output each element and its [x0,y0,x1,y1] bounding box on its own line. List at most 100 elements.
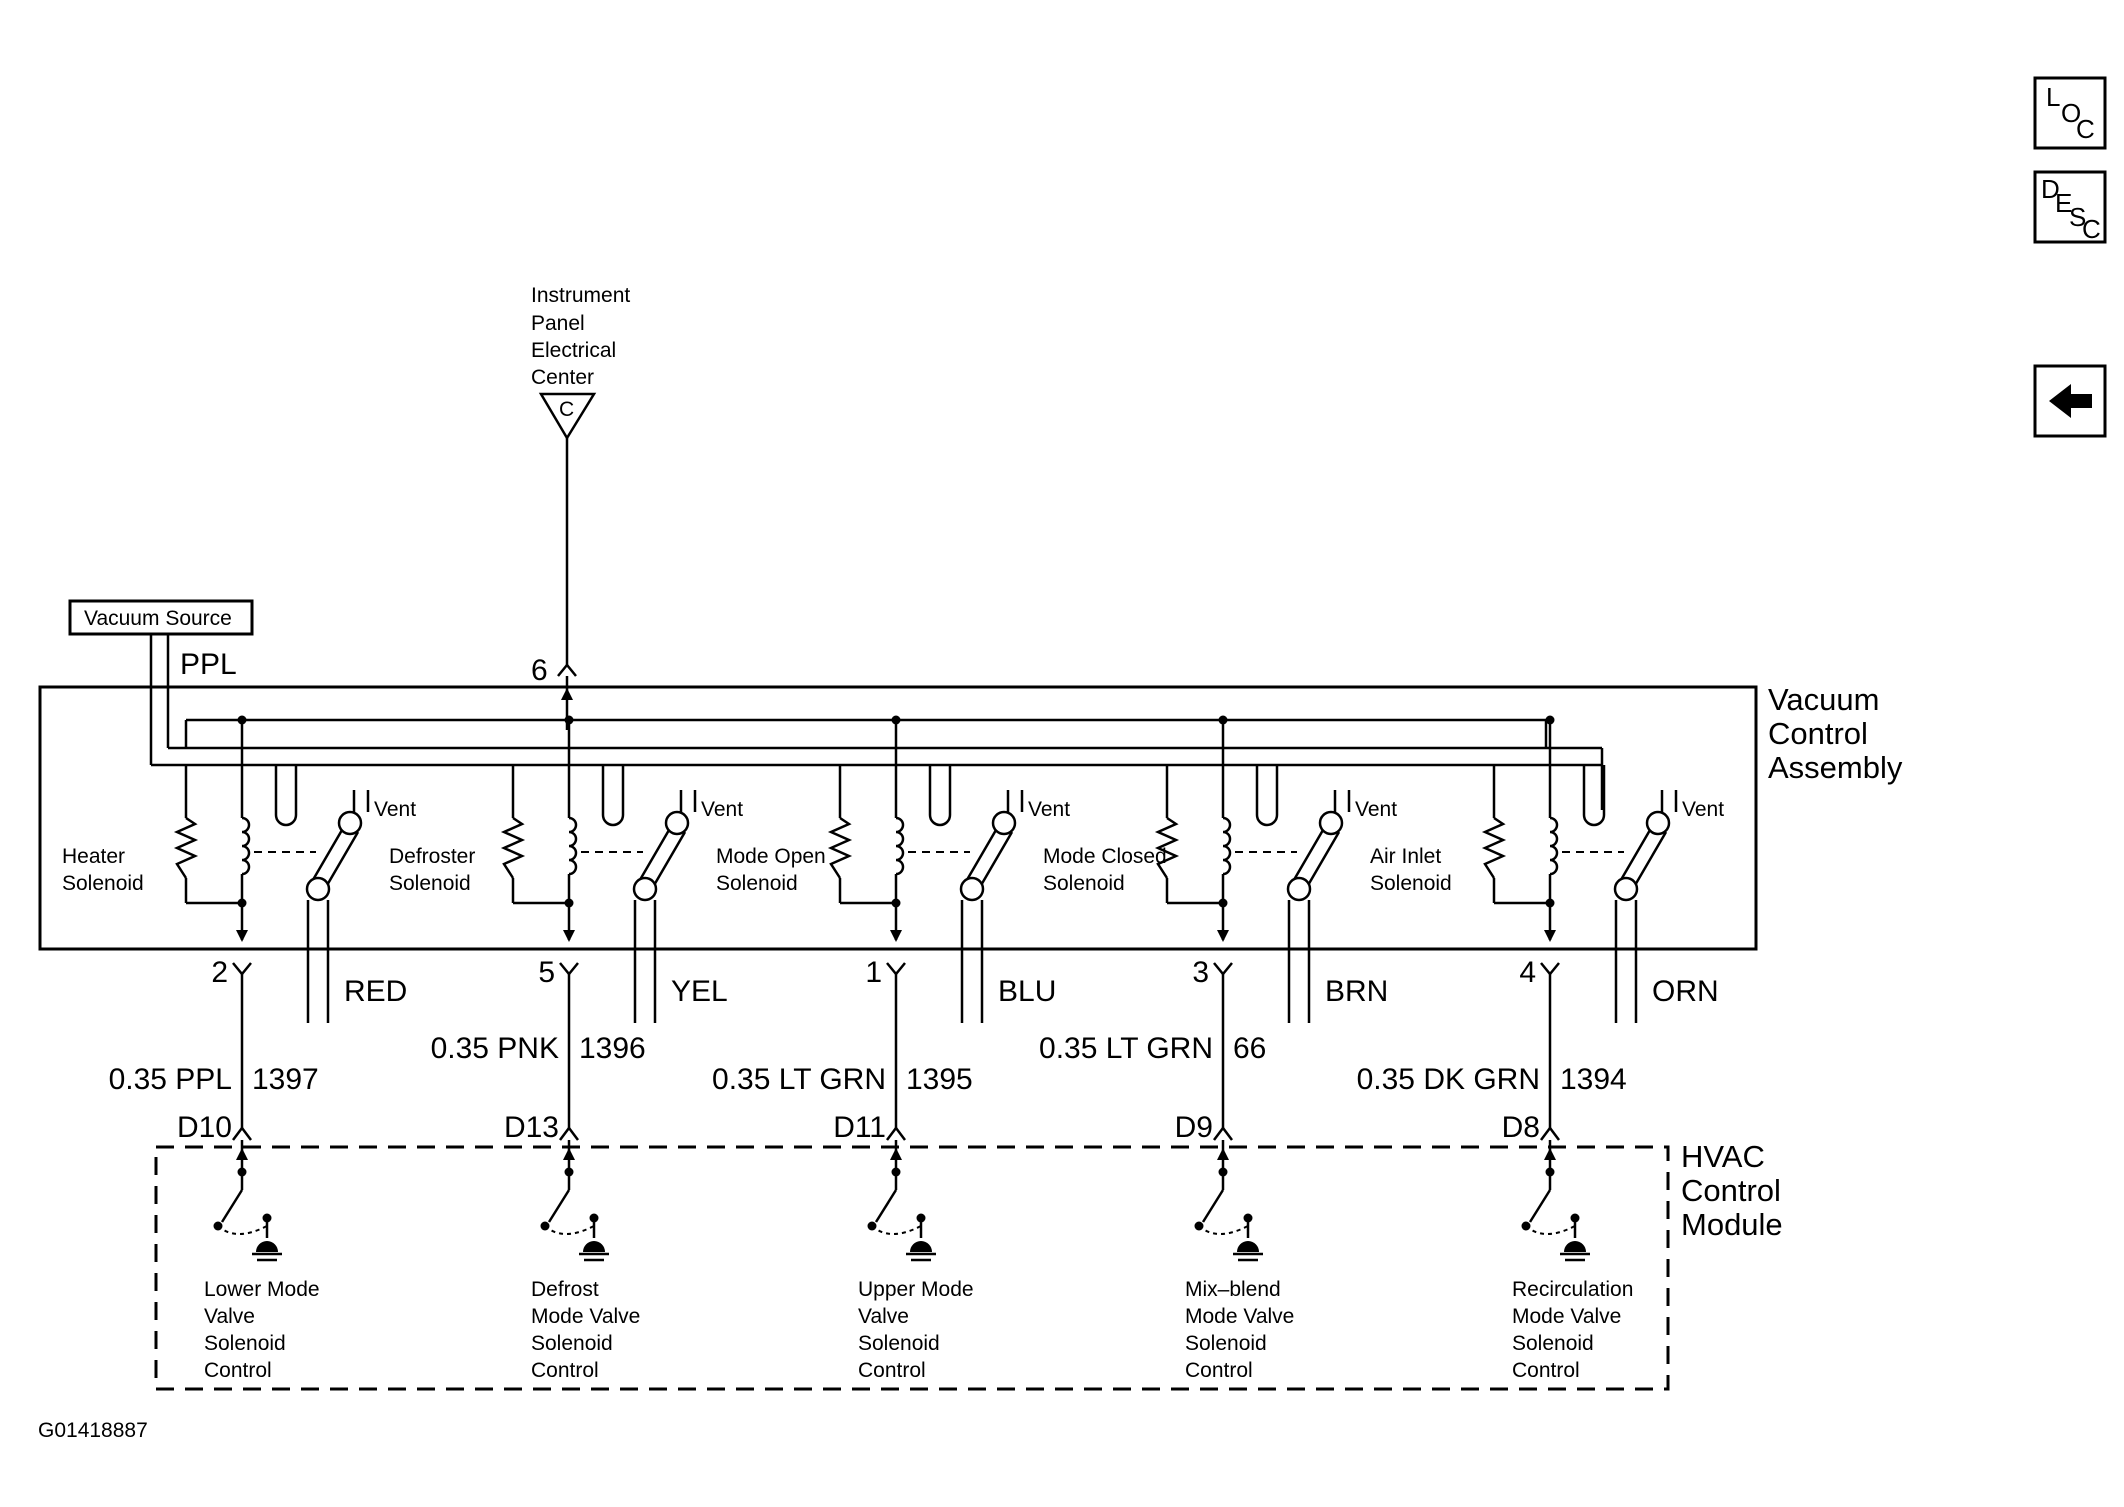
driver-top-dot [237,1167,247,1177]
vent-valve-top-circle [1645,810,1671,836]
source-connector-triangle [538,392,597,441]
vent-valve-top-circle [664,810,690,836]
source-label-line-1: Instrument [531,284,630,307]
driver-top-dot [1218,1167,1228,1177]
module-arrow [563,1148,575,1160]
module-pin: D13 [504,1111,559,1144]
solenoid-label-line-1: Air Inlet [1370,845,1441,868]
resistor-symbol [827,816,853,879]
vent-label: Vent [701,798,743,821]
vent-valve-bottom-circle [1613,876,1639,902]
solenoid-label-line-1: Mode Open [716,845,826,868]
output-arrow [890,930,902,942]
resistor-symbol [500,816,526,879]
driver-arc [871,1225,922,1235]
loc-button-char-3: C [2076,114,2095,144]
vent-valve-bottom-circle [305,876,331,902]
vacuum-tube-loop [274,765,298,827]
solenoid-label-line-2: Solenoid [1043,872,1125,895]
solenoid-label-line-2: Solenoid [62,872,144,895]
control-label-line-4: Control [204,1359,272,1382]
control-label-line-2: Mode Valve [1512,1305,1621,1328]
hose-color-label: RED [344,975,407,1008]
desc-button[interactable]: D E S C [2033,170,2107,244]
hvac-label-line-2: Control [1681,1173,1781,1208]
solenoid-label-line-1: Defroster [389,845,475,868]
output-arrow [563,930,575,942]
driver-switch-blade [1201,1189,1225,1223]
connector-pin-symbol [232,962,252,976]
source-connector-letter: C [559,398,574,421]
wire-circuit-number: 1394 [1560,1063,1627,1096]
driver-switch-blade [874,1189,898,1223]
vent-label: Vent [1682,798,1724,821]
solenoid-label-line-1: Mode Closed [1043,845,1167,868]
module-arrow [1544,1148,1556,1160]
figure-id: G01418887 [38,1419,148,1442]
module-arrow [1217,1148,1229,1160]
solenoid-label-line-2: Solenoid [716,872,798,895]
connector-pin: 4 [1519,956,1536,989]
output-arrow [1217,930,1229,942]
coil-symbol [895,816,905,876]
wire-gauge-color: 0.35 PNK [431,1032,559,1065]
source-label-line-3: Electrical [531,339,616,362]
module-arrow [890,1148,902,1160]
control-label-line-1: Lower Mode [204,1278,320,1301]
control-label-line-1: Upper Mode [858,1278,974,1301]
module-pin-symbol [559,1125,579,1141]
source-label-line-4: Center [531,366,594,389]
module-pin-symbol [1213,1125,1233,1141]
solenoid-label-line-2: Solenoid [389,872,471,895]
vent-valve-stem [635,829,687,888]
wire-circuit-number: 1395 [906,1063,973,1096]
back-button[interactable] [2033,364,2107,438]
wire-gauge-color: 0.35 LT GRN [712,1063,886,1096]
control-label-line-3: Solenoid [1512,1332,1594,1355]
vacuum-source-label: Vacuum Source [84,607,232,630]
wire-circuit-number: 1397 [252,1063,319,1096]
module-pin: D10 [177,1111,232,1144]
control-label-line-3: Solenoid [858,1332,940,1355]
wire-circuit-number: 1396 [579,1032,646,1065]
loc-button[interactable]: L O C [2033,76,2107,150]
loc-button-char-1: L [2046,82,2060,112]
loc-button-char-2: O [2061,98,2081,128]
driver-arc [217,1225,268,1235]
driver-switch-blade [220,1189,244,1223]
wire-gauge-color: 0.35 LT GRN [1039,1032,1213,1065]
vacuum-tube-loop [1582,765,1606,827]
control-label-line-4: Control [531,1359,599,1382]
vent-valve-top-circle [1318,810,1344,836]
ground-dome [1237,1241,1259,1252]
vacuum-source: Vacuum Source PPL [68,599,254,765]
solenoid-label-line-1: Heater [62,845,125,868]
control-label-line-4: Control [1185,1359,1253,1382]
hose-color-label: BLU [998,975,1056,1008]
connector-pin: 3 [1192,956,1209,989]
driver-switch-blade [547,1189,571,1223]
driver-switch-blade [1528,1189,1552,1223]
instrument-panel-source: Instrument Panel Electrical Center C 6 [531,284,630,730]
vent-valve-bottom-circle [632,876,658,902]
connector-pin: 2 [211,956,228,989]
module-pin-symbol [1540,1125,1560,1141]
vent-valve-stem [962,829,1014,888]
control-label-line-2: Valve [858,1305,909,1328]
hvac-label-line-1: HVAC [1681,1139,1765,1174]
control-label-line-1: Defrost [531,1278,599,1301]
connector-pin-symbol [1213,962,1233,976]
module-pin: D9 [1175,1111,1213,1144]
vca-label-line-2: Control [1768,716,1868,751]
connector-pin: 1 [865,956,882,989]
ground-dome [583,1241,605,1252]
vacuum-control-assembly-box [38,685,1758,951]
vent-label: Vent [1028,798,1070,821]
control-label-line-4: Control [1512,1359,1580,1382]
hose-color-label: BRN [1325,975,1388,1008]
driver-arc [544,1225,595,1235]
